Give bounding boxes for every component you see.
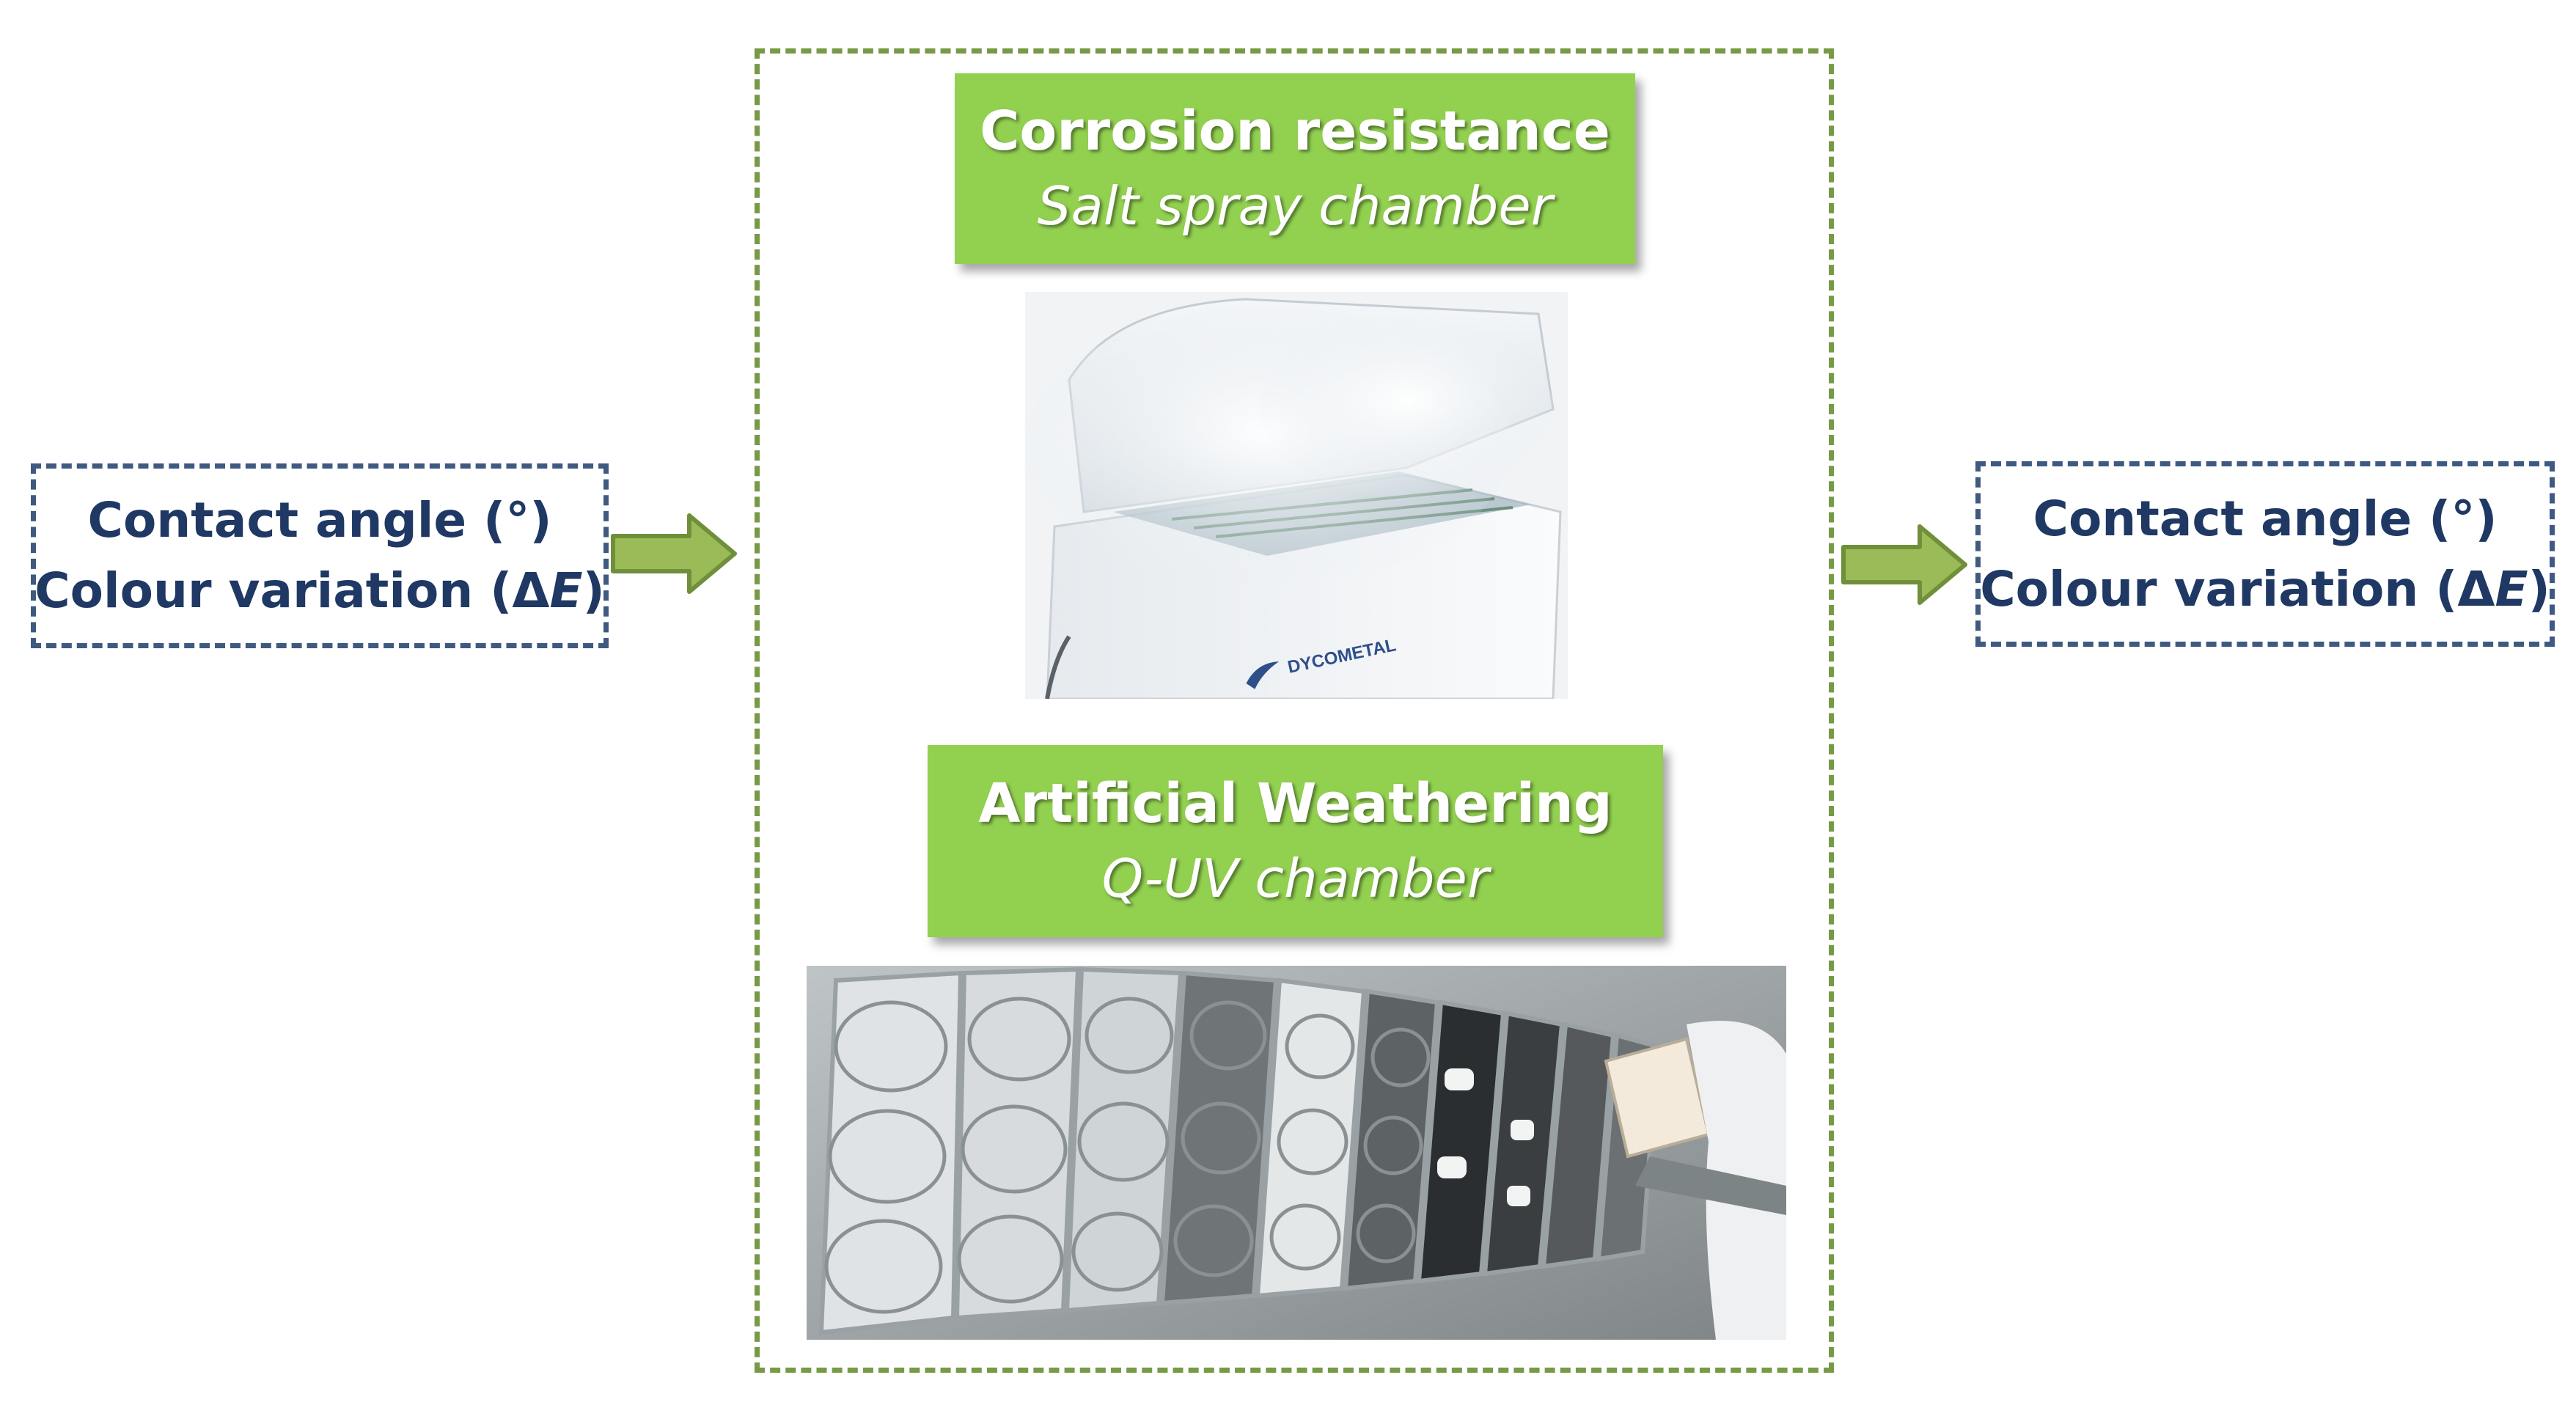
weathering-header: Artificial Weathering Q-UV chamber	[928, 745, 1663, 937]
output-contact-angle: Contact angle (°)	[2033, 490, 2498, 547]
quv-chamber-photo	[807, 966, 1786, 1340]
brand-logo-icon	[1246, 661, 1280, 689]
corrosion-subtitle: Salt spray chamber	[1037, 175, 1553, 238]
salt-spray-chamber-photo: DYCOMETAL	[1025, 292, 1568, 699]
tests-frame	[755, 48, 1834, 1373]
input-properties-box: Contact angle (°) Colour variation (ΔE)	[31, 463, 609, 648]
output-colour-variation: Colour variation (ΔE)	[1980, 560, 2550, 617]
weathering-subtitle: Q-UV chamber	[1101, 848, 1489, 910]
corrosion-title: Corrosion resistance	[980, 99, 1610, 163]
arrow-right-icon	[1841, 524, 1967, 605]
input-colour-variation: Colour variation (ΔE)	[34, 562, 605, 619]
input-contact-angle: Contact angle (°)	[87, 492, 552, 549]
weathering-title: Artificial Weathering	[978, 771, 1612, 835]
output-properties-box: Contact angle (°) Colour variation (ΔE)	[1975, 461, 2555, 647]
arrow-right-icon	[611, 513, 737, 594]
corrosion-header: Corrosion resistance Salt spray chamber	[955, 73, 1635, 264]
